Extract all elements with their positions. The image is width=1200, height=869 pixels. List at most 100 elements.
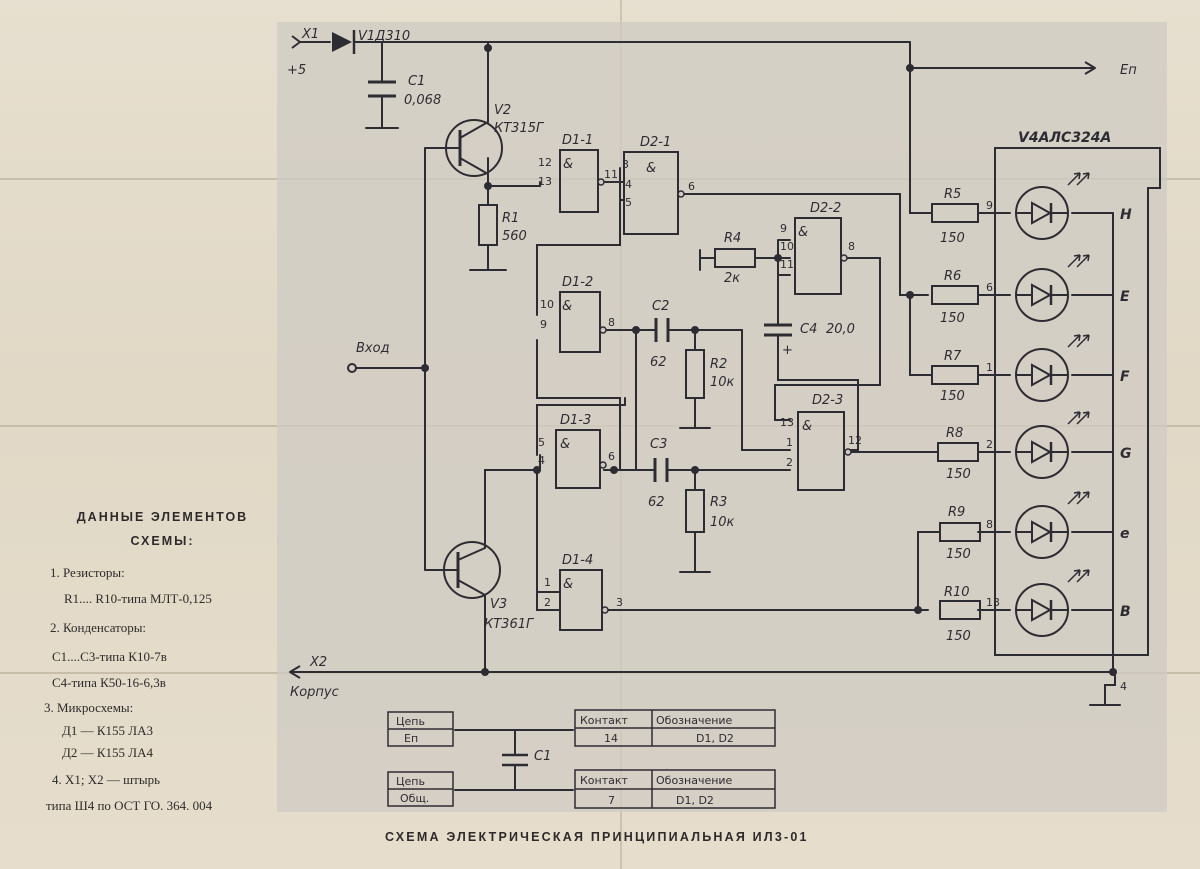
svg-text:150: 150 xyxy=(946,547,971,562)
capacitor-c2: C2 62 xyxy=(650,299,670,370)
svg-text:&: & xyxy=(646,161,656,176)
svg-text:Цепь: Цепь xyxy=(396,775,425,788)
svg-text:14: 14 xyxy=(604,732,618,745)
svg-text:&: & xyxy=(563,577,573,592)
svg-text:D2-2: D2-2 xyxy=(810,201,841,216)
svg-text:13: 13 xyxy=(538,175,552,188)
resistor-r10: R10 150 xyxy=(939,585,981,644)
svg-text:V2: V2 xyxy=(494,103,511,118)
svg-text:62: 62 xyxy=(650,355,667,370)
svg-text:11: 11 xyxy=(780,258,794,271)
led-pin-label: 2 xyxy=(986,438,993,451)
svg-text:10к: 10к xyxy=(710,515,735,530)
svg-text:Общ.: Общ. xyxy=(400,792,429,805)
led-segment: 6E xyxy=(986,254,1130,322)
led-segment: 9H xyxy=(986,172,1132,240)
svg-text:V3: V3 xyxy=(490,597,507,612)
notes-line: 4. X1; X2 — штырь xyxy=(52,772,160,787)
element-notes: ДАННЫЕ ЭЛЕМЕНТОВ СХЕМЫ: 1. Резисторы: R1… xyxy=(30,505,295,813)
svg-text:Обозначение: Обозначение xyxy=(656,774,733,787)
svg-text:8: 8 xyxy=(848,240,855,253)
resistor-r3: R3 10к xyxy=(685,489,735,533)
svg-text:C1: C1 xyxy=(534,749,551,764)
svg-text:R8: R8 xyxy=(946,426,963,441)
svg-text:7: 7 xyxy=(608,794,615,807)
svg-text:+: + xyxy=(782,343,793,358)
resistor-r4: R4 2к xyxy=(714,231,756,286)
resistor-r8: R8 150 xyxy=(937,426,979,482)
svg-text:R1: R1 xyxy=(502,211,519,226)
resistor-r2: R2 10к xyxy=(685,349,735,399)
svg-text:5: 5 xyxy=(625,196,632,209)
input-terminal: Вход xyxy=(347,341,390,373)
svg-text:62: 62 xyxy=(648,495,665,510)
svg-text:X1: X1 xyxy=(301,27,319,42)
svg-text:R5: R5 xyxy=(944,187,961,202)
svg-text:150: 150 xyxy=(940,311,965,326)
gate-d1-2: D1-2 & 10 9 8 xyxy=(540,275,615,353)
svg-text:R6: R6 xyxy=(944,269,961,284)
svg-text:560: 560 xyxy=(502,229,527,244)
svg-text:D1, D2: D1, D2 xyxy=(676,794,714,807)
svg-text:3: 3 xyxy=(616,596,623,609)
svg-text:2: 2 xyxy=(786,456,793,469)
notes-heading: ДАННЫЕ ЭЛЕМЕНТОВ xyxy=(76,510,249,524)
svg-text:Корпус: Корпус xyxy=(290,685,339,700)
led-segment: 2G xyxy=(986,411,1132,479)
svg-text:R10: R10 xyxy=(944,585,970,600)
svg-text:10: 10 xyxy=(780,240,794,253)
svg-text:13: 13 xyxy=(780,416,794,429)
svg-text:12: 12 xyxy=(848,434,862,447)
notes-line: C1....C3-типа К10-7в xyxy=(52,649,167,664)
svg-text:D1-1: D1-1 xyxy=(562,133,593,148)
svg-text:C3: C3 xyxy=(650,437,667,452)
gate-d2-2: D2-2 & 9 10 11 8 xyxy=(780,201,855,295)
svg-text:3: 3 xyxy=(622,158,629,171)
svg-text:8: 8 xyxy=(608,316,615,329)
svg-text:9: 9 xyxy=(780,222,787,235)
gate-d1-3: D1-3 & 5 4 6 xyxy=(538,413,615,489)
gate-d2-3: D2-3 & 13 1 2 12 xyxy=(780,393,862,491)
svg-text:&: & xyxy=(560,437,570,452)
notes-line: типа Ш4 по ОСТ ГО. 364. 004 xyxy=(46,798,213,813)
svg-text:1: 1 xyxy=(544,576,551,589)
notes-line: 3. Микросхемы: xyxy=(44,700,134,715)
gate-d2-1: D2-1 & 3 4 5 6 xyxy=(622,135,695,235)
svg-text:0,068: 0,068 xyxy=(404,93,441,108)
led-segment-label: E xyxy=(1120,289,1130,305)
svg-text:11: 11 xyxy=(604,168,618,181)
svg-text:4: 4 xyxy=(538,454,545,467)
svg-text:X2: X2 xyxy=(309,655,327,670)
led-segment: 8e xyxy=(986,491,1130,559)
led-segment-label: B xyxy=(1120,604,1131,620)
svg-text:+5: +5 xyxy=(287,63,306,78)
led-pin-label: 13 xyxy=(986,596,1000,609)
notes-line: 1. Резисторы: xyxy=(50,565,125,580)
terminal-ep: Еп xyxy=(1084,61,1137,78)
svg-text:D1, D2: D1, D2 xyxy=(696,732,734,745)
svg-text:2: 2 xyxy=(544,596,551,609)
svg-text:150: 150 xyxy=(946,629,971,644)
led-segment-label: F xyxy=(1120,369,1130,385)
svg-text:V1Д310: V1Д310 xyxy=(358,29,410,44)
svg-text:20,0: 20,0 xyxy=(826,322,855,337)
svg-text:D2-1: D2-1 xyxy=(640,135,671,150)
led-segment-label: G xyxy=(1120,446,1132,462)
svg-text:Еп: Еп xyxy=(404,732,418,745)
svg-text:V4АЛС324А: V4АЛС324А xyxy=(1018,130,1111,146)
svg-text:12: 12 xyxy=(538,156,552,169)
diode-v1: V1Д310 xyxy=(332,29,410,54)
terminal-x2: X2 Корпус xyxy=(289,655,339,700)
gate-d1-4: D1-4 & 1 2 3 xyxy=(544,553,623,631)
svg-text:R9: R9 xyxy=(948,505,965,520)
svg-text:10к: 10к xyxy=(710,375,735,390)
led-pin-label: 6 xyxy=(986,281,993,294)
resistor-r6: R6 150 xyxy=(931,269,979,326)
svg-text:D1-3: D1-3 xyxy=(560,413,591,428)
svg-text:C2: C2 xyxy=(652,299,669,314)
svg-text:R4: R4 xyxy=(724,231,741,246)
svg-text:Обозначение: Обозначение xyxy=(656,714,733,727)
gate-d1-1: D1-1 & 12 13 11 xyxy=(538,133,618,213)
svg-text:4: 4 xyxy=(625,178,632,191)
